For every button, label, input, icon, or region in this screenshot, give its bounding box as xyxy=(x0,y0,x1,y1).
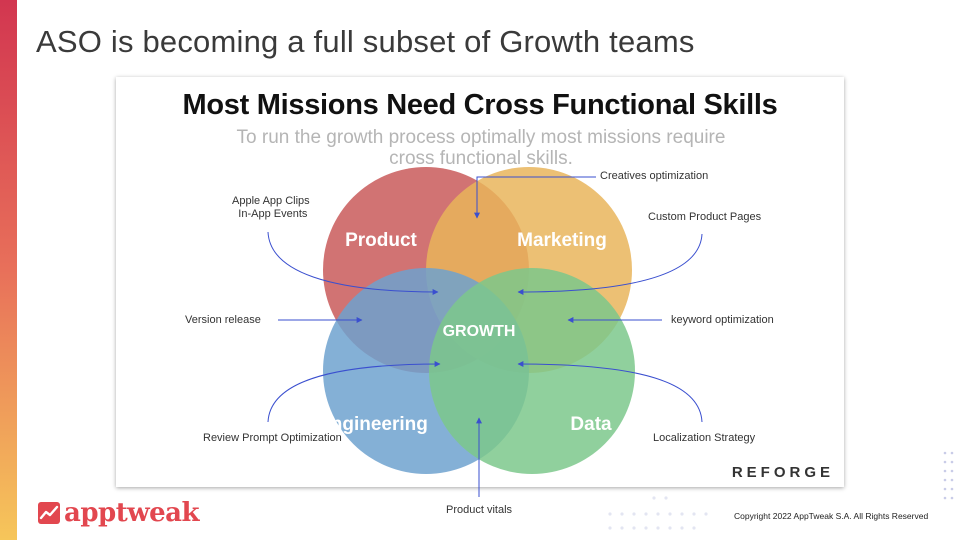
callout-product-vitals: Product vitals xyxy=(446,504,513,516)
diagram-subtitle-line-2: cross functional skills. xyxy=(389,148,573,169)
trend-chart-icon xyxy=(38,502,60,524)
callout-localization-strategy: Localization Strategy xyxy=(653,432,756,444)
decorative-dots-right xyxy=(943,451,954,500)
callout-app-clips: Apple App Clips In-App Events xyxy=(232,195,310,221)
venn-center-label: GROWTH xyxy=(443,323,516,340)
callout-review-prompt: Review Prompt Optimization xyxy=(203,432,342,444)
logo-wordmark: apptweak xyxy=(64,498,200,528)
diagram-title: Most Missions Need Cross Functional Skil… xyxy=(182,89,778,121)
side-accent-bar xyxy=(0,0,17,540)
venn-diagram: Product Marketing Engineering Data GROWT… xyxy=(318,167,635,474)
venn-label-marketing: Marketing xyxy=(517,230,607,251)
diagram-subtitle-line-1: To run the growth process optimally most… xyxy=(236,127,726,148)
venn-label-data: Data xyxy=(570,414,612,435)
diagram-subtitle: To run the growth process optimally most… xyxy=(116,127,846,169)
callout-keyword-optimization: keyword optimization xyxy=(671,314,774,326)
copyright-notice: Copyright 2022 AppTweak S.A. All Rights … xyxy=(734,511,929,521)
decorative-dots-bottom xyxy=(608,496,708,530)
reforge-brand: REFORGE xyxy=(731,464,834,481)
callout-app-clips-line-2: In-App Events xyxy=(238,208,308,220)
callout-creatives-optimization: Creatives optimization xyxy=(600,170,709,182)
slide-title: ASO is becoming a full subset of Growth … xyxy=(36,24,695,59)
diagram-card: Most Missions Need Cross Functional Skil… xyxy=(116,77,844,487)
apptweak-logo: apptweak xyxy=(38,497,200,529)
callout-version-release: Version release xyxy=(185,314,261,326)
callout-custom-product-pages: Custom Product Pages xyxy=(648,211,762,223)
venn-circle-data xyxy=(429,268,635,474)
venn-label-product: Product xyxy=(345,230,417,251)
callout-app-clips-line-1: Apple App Clips xyxy=(232,195,310,207)
